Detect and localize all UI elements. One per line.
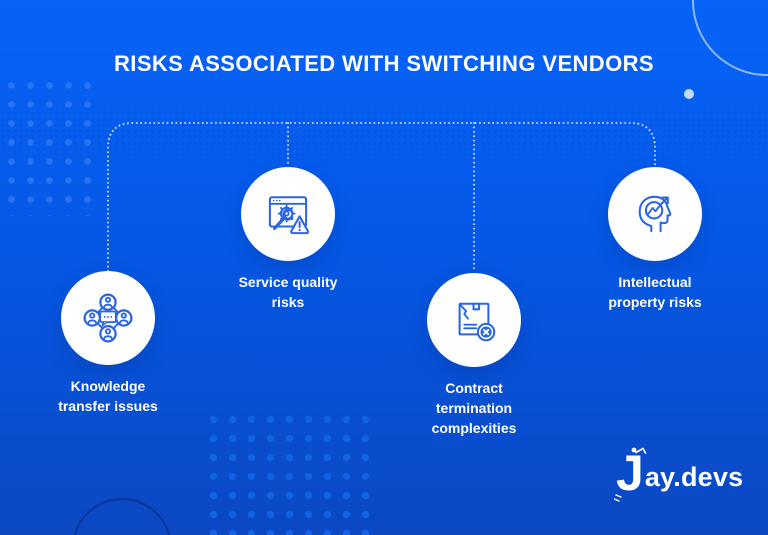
accent-dot — [684, 89, 694, 99]
dot-grid-pattern-left — [2, 76, 100, 216]
risk-item-service-quality: Service quality risks — [213, 167, 363, 312]
risk-item-contract-termination: Contract termination complexities — [399, 273, 549, 438]
risk-label: Contract termination complexities — [431, 380, 517, 436]
browser-repair-warning-icon — [268, 196, 310, 235]
jaydevs-logo-text: ay.devs — [644, 462, 744, 492]
risk-label: Service quality risks — [238, 274, 338, 310]
page-title: RISKS ASSOCIATED WITH SWITCHING VENDORS — [114, 51, 654, 76]
broken-contract-icon — [458, 302, 496, 342]
risk-label: Knowledge transfer issues — [58, 378, 158, 414]
risk-circle — [241, 167, 335, 261]
footprints-icon — [614, 494, 622, 502]
person-figure-icon — [631, 447, 647, 454]
dot-grid-pattern-bottom — [204, 410, 376, 535]
jaydevs-logo: J ay.devs — [614, 447, 744, 502]
risk-item-intellectual-property: Intellectual property risks — [580, 167, 730, 312]
jaydevs-logo-mark: J — [614, 447, 647, 502]
head-growth-arrow-icon — [638, 195, 672, 233]
people-communication-icon — [83, 293, 133, 343]
risk-item-knowledge-transfer: Knowledge transfer issues — [33, 271, 183, 416]
risk-circle — [427, 273, 521, 367]
risk-label: Intellectual property risks — [608, 274, 702, 310]
risk-circle — [61, 271, 155, 365]
risk-circle — [608, 167, 702, 261]
halftone-texture — [0, 98, 768, 172]
